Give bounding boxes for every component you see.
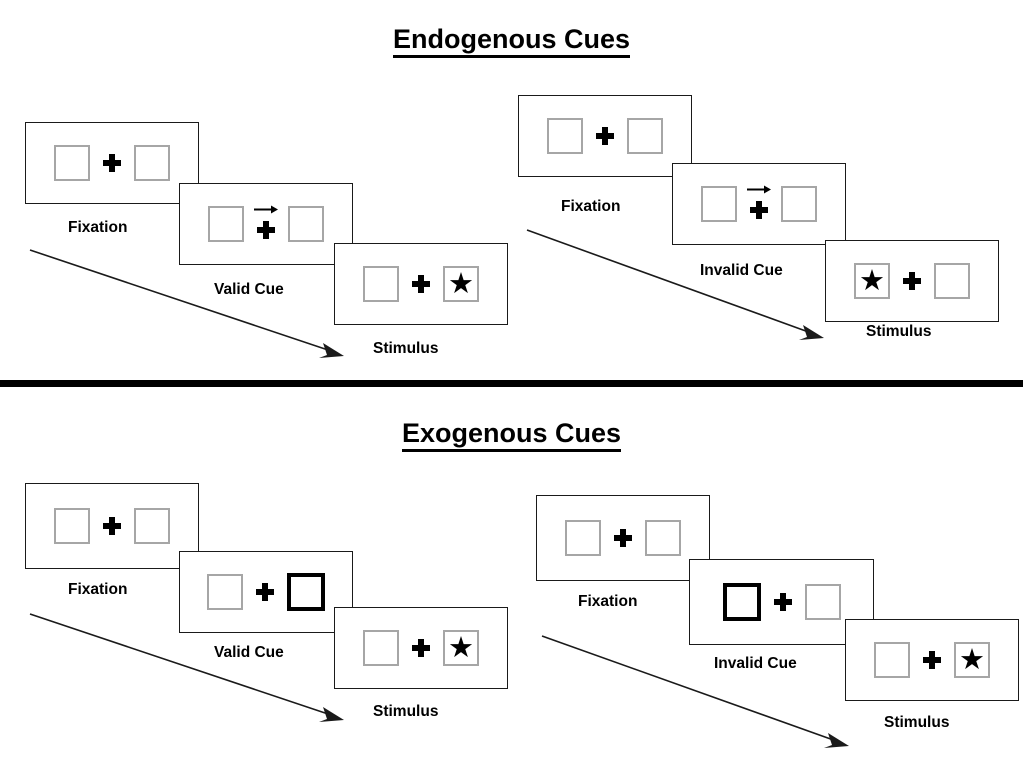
panel-exogenous-valid-cue[interactable] [179,551,353,633]
section-title-exogenous: Exogenous Cues [0,418,1023,452]
panel-content [54,141,170,185]
panel-exogenous-invalid-cue[interactable] [689,559,874,645]
panel-content [701,182,817,226]
panel-content: ★ [363,262,479,306]
fixation-centre [583,114,627,158]
placeholder-box-right [804,584,841,620]
fixation-centre [601,516,645,560]
cue-centre [244,202,288,246]
fixation-cross-icon [256,583,274,601]
time-flow-arrow-exogenous-invalid [541,635,849,748]
caption-exogenous-invalid-cue: Invalid Cue [714,655,797,672]
section-title-exogenous-text: Exogenous Cues [401,418,622,452]
fixation-cross-icon [903,272,921,290]
fixation-centre [399,626,443,670]
fixation-cross-icon [103,517,121,535]
fixation-centre [761,580,805,624]
fixation-centre [890,259,934,303]
panel-content: ★ [874,638,990,682]
caption-endogenous-invalid-stimulus: Stimulus [866,323,932,340]
caption-endogenous-valid-fixation: Fixation [68,219,128,236]
placeholder-box-left [547,118,583,154]
placeholder-box-left [54,145,90,181]
panel-content: ★ [854,259,970,303]
fixation-cross-icon [750,201,768,219]
fixation-cross-icon [412,639,430,657]
caption-exogenous-invalid-stimulus: Stimulus [884,714,950,731]
fixation-cross-icon [614,529,632,547]
panel-endogenous-valid-stimulus[interactable]: ★ [334,243,508,325]
panel-exogenous-valid-stimulus[interactable]: ★ [334,607,508,689]
panel-exogenous-valid-fixation[interactable] [25,483,199,569]
placeholder-box-left [207,574,243,610]
placeholder-box-right [934,263,970,299]
caption-exogenous-invalid-fixation: Fixation [578,593,638,610]
panel-endogenous-invalid-fixation[interactable] [518,95,692,177]
panel-content [722,580,841,624]
placeholder-box-left [54,508,90,544]
cue-box-left-highlight [722,583,761,621]
placeholder-box-left [565,520,601,556]
panel-content [547,114,663,158]
fixation-centre [90,141,134,185]
fixation-centre [399,262,443,306]
fixation-cross-icon [412,275,430,293]
fixation-cross-icon [257,221,275,239]
arrow-right-icon [747,185,771,194]
panel-exogenous-invalid-stimulus[interactable]: ★ [845,619,1019,701]
panel-endogenous-invalid-cue[interactable] [672,163,846,245]
caption-exogenous-valid-cue: Valid Cue [214,644,284,661]
panel-exogenous-invalid-fixation[interactable] [536,495,710,581]
fixation-centre [243,570,287,614]
panel-endogenous-valid-cue[interactable] [179,183,353,265]
fixation-centre [910,638,954,682]
panel-endogenous-invalid-stimulus[interactable]: ★ [825,240,999,322]
section-title-endogenous-text: Endogenous Cues [392,24,630,58]
target-star-icon: ★ [448,631,474,664]
panel-content [54,504,170,548]
placeholder-box-right: ★ [443,266,479,302]
placeholder-box-right [781,186,817,222]
fixation-cross-icon [923,651,941,669]
caption-endogenous-invalid-cue: Invalid Cue [700,262,783,279]
fixation-cross-icon [103,154,121,172]
placeholder-box-left [701,186,737,222]
panel-content [208,202,324,246]
caption-exogenous-valid-stimulus: Stimulus [373,703,439,720]
fixation-cross-icon [596,127,614,145]
caption-endogenous-valid-cue: Valid Cue [214,281,284,298]
placeholder-box-right: ★ [443,630,479,666]
placeholder-box-right [288,206,324,242]
cue-box-right-highlight [287,573,325,611]
panel-content [565,516,681,560]
placeholder-box-left [874,642,910,678]
cue-centre [737,182,781,226]
target-star-icon: ★ [448,267,474,300]
caption-exogenous-valid-fixation: Fixation [68,581,128,598]
placeholder-box-left [363,266,399,302]
panel-content: ★ [363,626,479,670]
target-star-icon: ★ [959,643,985,676]
panel-endogenous-valid-fixation[interactable] [25,122,199,204]
placeholder-box-left: ★ [854,263,890,299]
placeholder-box-left [363,630,399,666]
section-title-endogenous: Endogenous Cues [0,24,1023,58]
placeholder-box-right: ★ [954,642,990,678]
fixation-cross-icon [773,593,792,611]
arrow-right-icon [254,205,278,214]
section-divider [0,380,1023,387]
caption-endogenous-valid-stimulus: Stimulus [373,340,439,357]
panel-content [207,570,325,614]
time-flow-arrow-endogenous-valid [29,249,344,358]
placeholder-box-left [208,206,244,242]
placeholder-box-right [627,118,663,154]
placeholder-box-right [134,145,170,181]
target-star-icon: ★ [859,264,885,297]
placeholder-box-right [134,508,170,544]
time-flow-arrow-endogenous-invalid [526,229,824,340]
caption-endogenous-invalid-fixation: Fixation [561,198,621,215]
placeholder-box-right [645,520,681,556]
fixation-centre [90,504,134,548]
